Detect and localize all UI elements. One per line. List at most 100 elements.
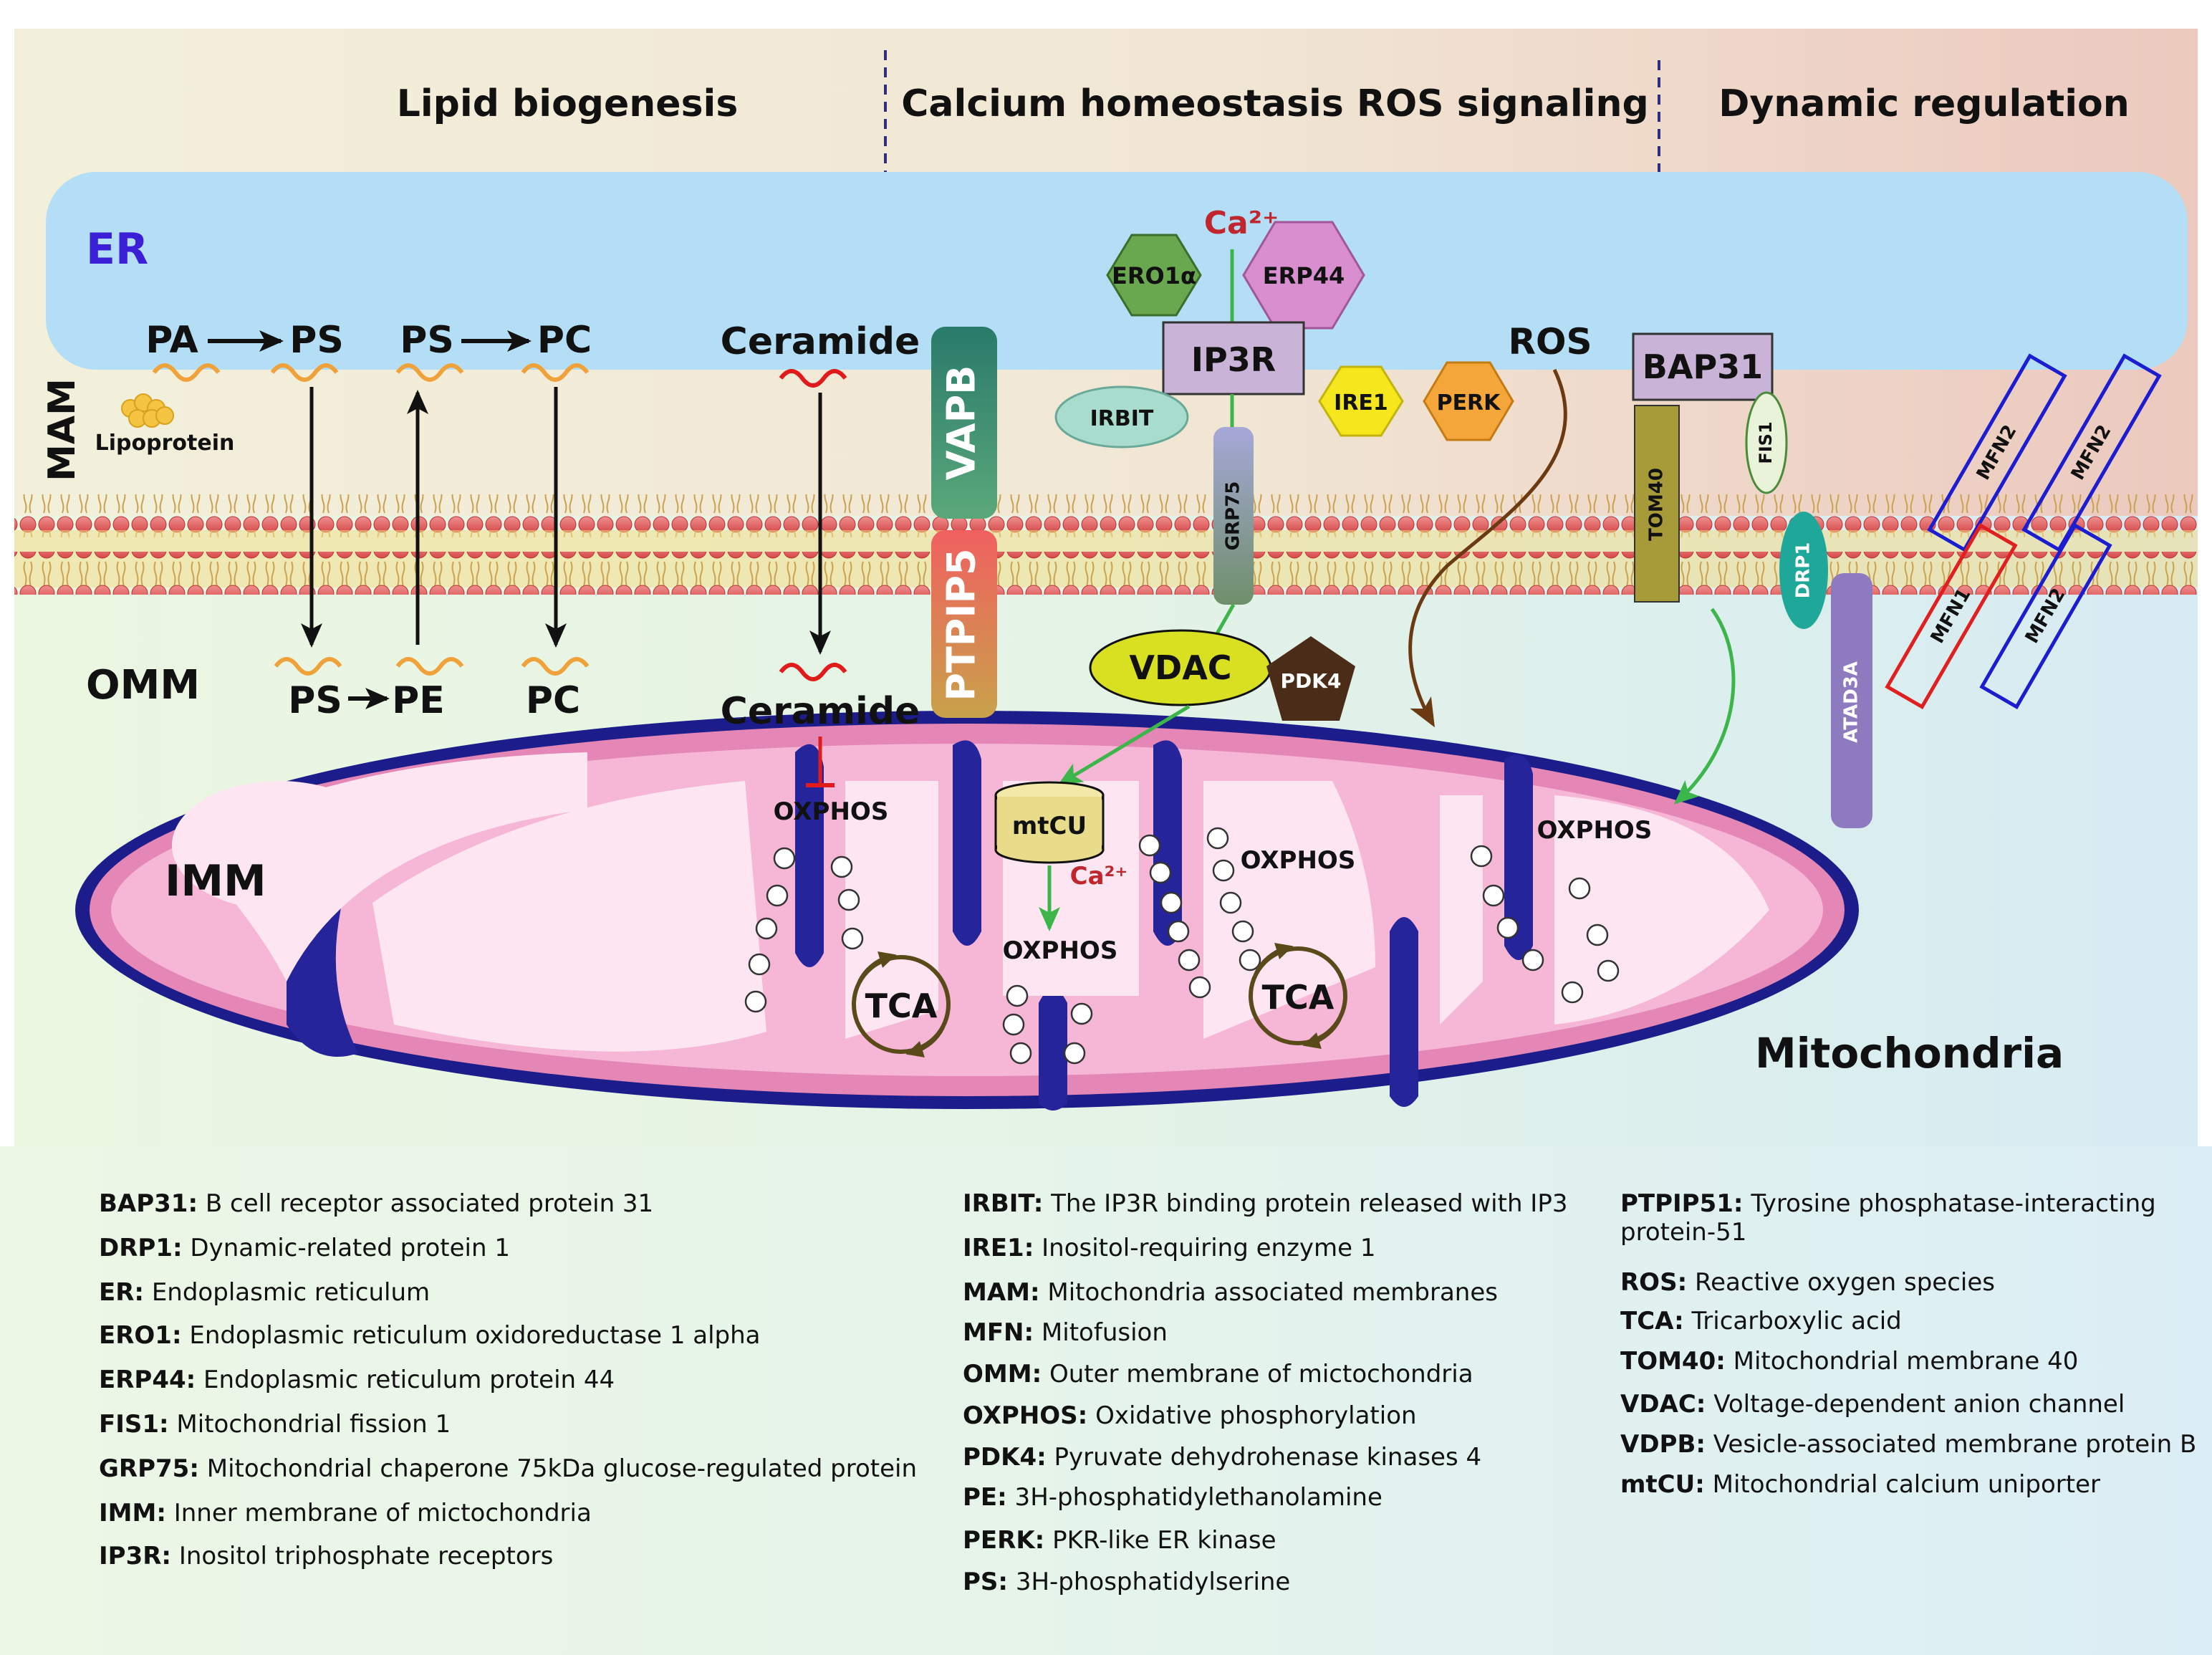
irbit-label: IRBIT [1090,406,1154,431]
glossary-definition: The IP3R binding protein released with I… [1043,1189,1568,1218]
glossary-item: MFN: Mitofusion [963,1318,1168,1347]
ceramide-bottom: Ceramide [721,690,920,733]
glossary-term: ROS: [1620,1268,1688,1297]
glossary-definition: Dynamic-related protein 1 [182,1234,510,1262]
mtcu-label: mtCU [1012,812,1087,840]
ire1-label: IRE1 [1334,390,1388,416]
imm-label: IMM [165,856,266,906]
atad3a-label: ATAD3A [1841,661,1862,743]
ero1a-protein [1106,234,1202,317]
glossary-item: OMM: Outer membrane of mictochondria [963,1360,1473,1388]
mfn2-protein-b [2021,353,2162,552]
glossary-term: ER: [99,1278,145,1307]
tca-cycle-1 [852,951,951,1057]
glossary-item: TOM40: Mitochondrial membrane 40 [1620,1347,2078,1376]
tca-label-2: TCA [1262,978,1335,1017]
glossary-definition: Mitochondria associated membranes [1039,1278,1498,1307]
mitochondrion [75,711,1859,1110]
glossary-term: IRE1: [963,1234,1034,1262]
glossary-term: IMM: [99,1499,166,1527]
glossary-item: DRP1: Dynamic-related protein 1 [99,1234,510,1262]
lipoprotein-label: Lipoprotein [95,431,235,456]
glossary-definition: Mitochondrial chaperone 75kDa glucose-re… [198,1454,918,1483]
ceramide-top: Ceramide [721,320,920,363]
glossary-term: OMM: [963,1360,1042,1388]
glossary-term: MAM: [963,1278,1040,1307]
tom40-label: TOM40 [1646,468,1668,541]
oxphos-label-2: OXPHOS [1003,936,1118,965]
glossary-term: PE: [963,1483,1007,1512]
glossary-definition: Mitochondrial calcium uniporter [1704,1470,2100,1499]
section-dynamic-regulation: Dynamic regulation [1718,82,2130,125]
glossary-term: mtCU: [1620,1470,1705,1499]
tom40-protein [1634,405,1680,603]
pdk4-protein [1266,636,1355,721]
tca-label-1: TCA [865,987,938,1025]
glossary-item: VDAC: Voltage-dependent anion channel [1620,1390,2125,1419]
glossary-definition: Inositol-requiring enzyme 1 [1034,1234,1376,1262]
section-lipid-biogenesis: Lipid biogenesis [397,82,739,125]
glossary-term: ERO1: [99,1321,182,1350]
perk-label: PERK [1437,390,1502,416]
vapb-protein [931,327,997,519]
lipid-molecules [152,363,590,676]
glossary-definition: PKR-like ER kinase [1044,1526,1276,1555]
glossary-item: GRP75: Mitochondrial chaperone 75kDa glu… [99,1454,917,1483]
mtcu-channel [994,781,1105,864]
glossary-definition: Outer membrane of mictochondria [1042,1360,1473,1388]
glossary-item: PTPIP51: Tyrosine phosphatase-interactin… [1620,1189,2165,1247]
glossary-item: mtCU: Mitochondrial calcium uniporter [1620,1470,2100,1499]
glossary-term: PS: [963,1568,1009,1596]
lipid-ps-bottom: PS [288,679,342,722]
ptpip5-label: PTPIP5 [939,548,984,701]
glossary-item: IP3R: Inositol triphosphate receptors [99,1542,553,1570]
grp75-label: GRP75 [1223,481,1244,551]
ptpip5-protein [931,530,997,718]
glossary-definition: 3H-phosphatidylethanolamine [1006,1483,1382,1512]
fis1-protein [1745,391,1788,494]
ip3r-label: IP3R [1191,340,1276,379]
ros-label: ROS [1508,321,1592,363]
glossary-term: BAP31: [99,1189,198,1218]
lipid-pe: PE [392,679,445,722]
pdk4-label: PDK4 [1281,669,1342,693]
glossary-definition: B cell receptor associated protein 31 [198,1189,654,1218]
glossary-definition: Voltage-dependent anion channel [1706,1390,2125,1419]
glossary-definition: Vesicle-associated membrane protein B [1705,1430,2197,1459]
omm-label: OMM [86,662,200,709]
glossary-term: IP3R: [99,1542,172,1570]
irbit-protein [1054,385,1189,448]
bap31-label: BAP31 [1643,347,1763,386]
ire1-protein [1318,365,1404,437]
glossary-term: MFN: [963,1318,1034,1347]
mfn1-protein [1885,523,2018,709]
glossary-item: OXPHOS: Oxidative phosphorylation [963,1401,1417,1430]
glossary-item: ROS: Reactive oxygen species [1620,1268,1995,1297]
bap31-protein [1632,332,1774,401]
vapb-label: VAPB [939,365,984,481]
lipoprotein-icon [121,393,174,428]
glossary-definition: Mitochondrial fission 1 [168,1410,451,1439]
glossary-item: IMM: Inner membrane of mictochondria [99,1499,592,1527]
ceramide-molecules [779,369,847,681]
glossary-definition: Endoplasmic reticulum protein 44 [196,1366,615,1394]
mam-label: MAM [41,378,84,481]
calcium-er-label: Ca²⁺ [1204,205,1279,241]
glossary-item: BAP31: B cell receptor associated protei… [99,1189,653,1218]
glossary-definition: Oxidative phosphorylation [1087,1401,1417,1430]
glossary-definition: Pyruvate dehydrohenase kinases 4 [1046,1443,1482,1472]
glossary-definition: Endoplasmic reticulum oxidoreductase 1 a… [181,1321,761,1350]
glossary-definition: Reactive oxygen species [1687,1268,1995,1297]
glossary-item: ERP44: Endoplasmic reticulum protein 44 [99,1366,615,1394]
fis1-label: FIS1 [1756,421,1776,464]
oxphos-label-4: OXPHOS [1537,816,1653,845]
glossary-item: PERK: PKR-like ER kinase [963,1526,1276,1555]
erp44-label: ERP44 [1263,262,1345,289]
glossary-item: PS: 3H-phosphatidylserine [963,1568,1290,1596]
glossary-definition: Tyrosine phosphatase-interacting protein… [1620,1189,2156,1247]
glossary-term: TOM40: [1620,1347,1726,1376]
tca-cycle-2 [1249,943,1347,1049]
glossary-definition: Mitochondrial membrane 40 [1725,1347,2079,1376]
glossary-item: FIS1: Mitochondrial fission 1 [99,1410,451,1439]
glossary-definition: Tricarboxylic acid [1683,1307,1902,1335]
